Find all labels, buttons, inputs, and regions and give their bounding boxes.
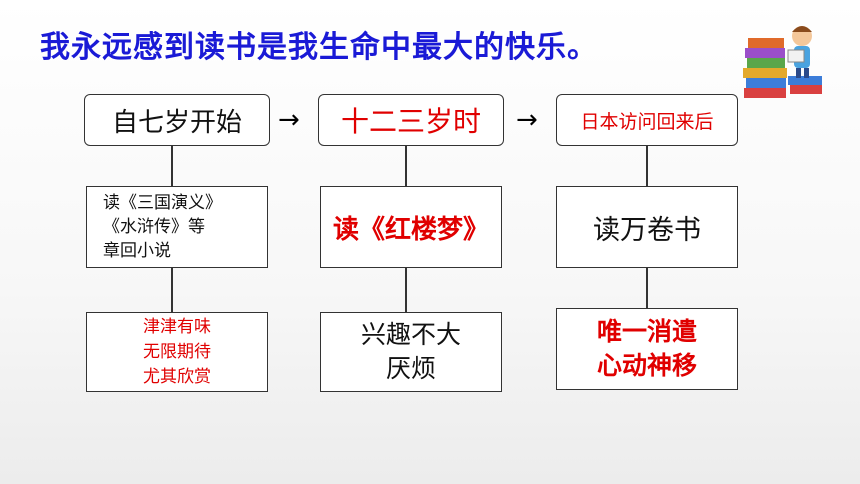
stage-3-header: 日本访问回来后	[556, 94, 738, 146]
text-line: 兴趣不大	[360, 320, 461, 349]
connector-line	[646, 146, 648, 186]
connector-line	[646, 268, 648, 308]
text-line: 厌烦	[385, 354, 436, 383]
stage-2-header-label: 十二三岁时	[340, 105, 481, 138]
text-line: 《水浒传》等	[103, 217, 205, 237]
stage-2-reading: 读《红楼梦》	[320, 186, 502, 268]
connector-line	[405, 146, 407, 186]
arrow-right-icon: →	[278, 105, 300, 135]
text-line: 章回小说	[103, 241, 171, 261]
text-line: 津津有味	[143, 316, 211, 337]
stage-1-reading: 读《三国演义》 《水浒传》等 章回小说	[86, 186, 268, 268]
stage-2-feeling: 兴趣不大 厌烦	[320, 312, 502, 392]
page-title: 我永远感到读书是我生命中最大的快乐。	[40, 30, 598, 65]
stage-3-feeling: 唯一消遣 心动神移	[556, 308, 738, 390]
text-line: 无限期待	[143, 341, 211, 362]
boy-reading-on-books-icon	[743, 26, 822, 98]
stage-3-header-label: 日本访问回来后	[580, 110, 714, 133]
stage-1-header-label: 自七岁开始	[111, 107, 242, 138]
arrow-right-icon: →	[516, 105, 538, 135]
text-line: 读《三国演义》	[103, 193, 222, 213]
text-line: 尤其欣赏	[143, 366, 211, 387]
stage-1-header: 自七岁开始	[84, 94, 270, 146]
stage-1-feeling: 津津有味 无限期待 尤其欣赏	[86, 312, 268, 392]
connector-line	[405, 268, 407, 312]
text-line: 心动神移	[596, 351, 697, 380]
text-line: 读《红楼梦》	[332, 214, 489, 245]
stage-3-reading: 读万卷书	[556, 186, 738, 268]
text-line: 读万卷书	[593, 214, 701, 246]
text-line: 唯一消遣	[596, 317, 697, 346]
connector-line	[171, 146, 173, 186]
stage-2-header: 十二三岁时	[318, 94, 504, 146]
connector-line	[171, 268, 173, 312]
